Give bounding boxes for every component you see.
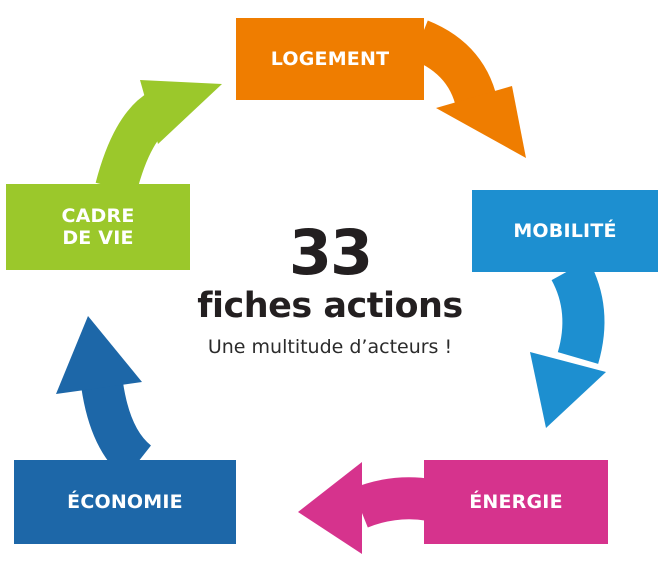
action-count: 33 [288,216,373,289]
center-summary: 33 fiches actions Une multitude d’acteur… [160,220,500,360]
mobilite-box: MOBILITÉ [472,190,658,272]
arrow-logement-to-mobilite [411,20,526,158]
cadre-de-vie-box: CADRE DE VIE [6,184,190,270]
arrow-energie-to-economie [298,462,434,554]
arrow-mobilite-to-energie [530,259,606,428]
economie-box: ÉCONOMIE [14,460,236,544]
count-label: fiches actions [197,286,463,326]
arrow-cadre-to-logement [95,80,222,194]
arrow-economie-to-cadre [56,316,152,479]
energie-box: ÉNERGIE [424,460,608,544]
logement-box: LOGEMENT [236,18,424,100]
tagline: Une multitude d’acteurs ! [207,336,453,358]
